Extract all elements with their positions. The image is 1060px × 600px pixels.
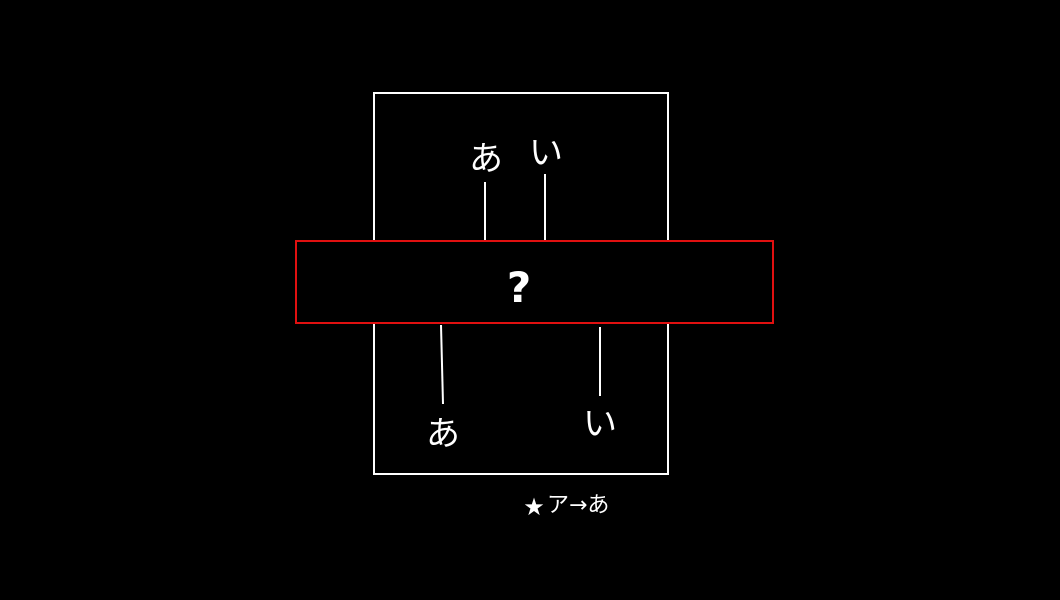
question-mark: ?: [507, 263, 531, 312]
top-label-i: い: [529, 133, 563, 173]
top-label-a: あ: [469, 139, 503, 179]
hidden-box: [295, 240, 774, 324]
footnote-star-icon: ★: [523, 493, 545, 521]
bottom-label-i: い: [583, 404, 617, 444]
bottom-label-a: あ: [426, 414, 460, 454]
bottom-left-connector: [440, 324, 444, 405]
footnote-text: ア→あ: [547, 493, 609, 518]
